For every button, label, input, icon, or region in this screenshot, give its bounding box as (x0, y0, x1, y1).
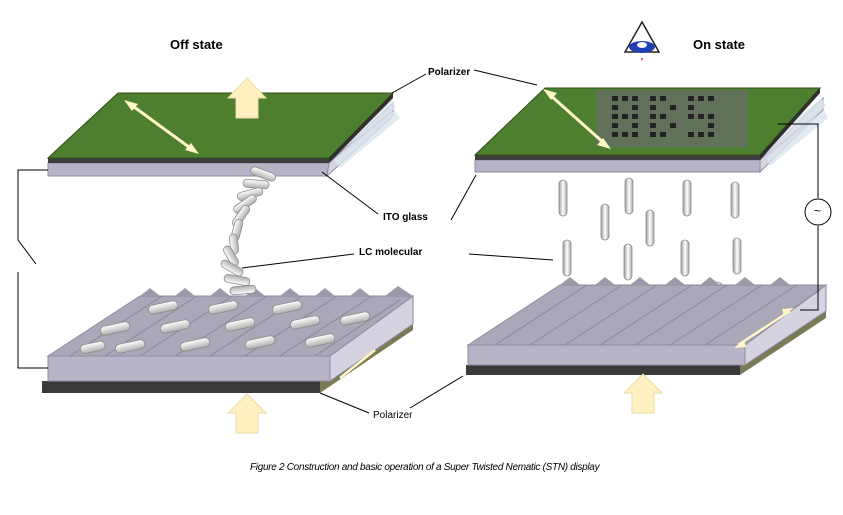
figure-caption: Figure 2 Construction and basic operatio… (250, 462, 600, 473)
on-ridges (560, 277, 790, 285)
off-light-arrow-in (226, 393, 268, 434)
ac-source-symbol: ~ (814, 204, 822, 218)
off-top-polarizer (46, 92, 395, 163)
label-polarizer-bottom: Polarizer (373, 410, 413, 421)
on-light-arrow-in (622, 373, 664, 414)
off-ridges (140, 286, 413, 296)
on-bottom-plate (466, 277, 828, 375)
label-ito-glass: ITO glass (383, 212, 428, 223)
on-bottom-polarization-arrow (734, 308, 794, 348)
off-circuit-wire (17, 169, 48, 265)
off-polarization-arrow (124, 100, 199, 154)
off-state-title: Off state (170, 37, 223, 52)
on-state-assembly (466, 20, 832, 414)
on-polarization-arrow (543, 89, 611, 149)
on-dark-pixel-region (596, 90, 748, 147)
ac-source-icon (804, 198, 832, 226)
viewer-eye-icon (623, 20, 661, 61)
off-state-assembly (17, 77, 415, 434)
off-flat-lc-rods (79, 300, 371, 354)
on-circuit-wire-top (778, 123, 819, 198)
label-lc-molecular: LC molecular (359, 247, 423, 258)
on-circuit-wire-bottom (800, 226, 819, 311)
leader-lines (241, 69, 554, 414)
on-state-title: On state (693, 37, 746, 52)
off-light-arrow-out (226, 77, 268, 119)
off-twisted-lc-stack (220, 166, 276, 296)
off-bottom-polarization-arrow (339, 349, 376, 379)
off-circuit-wire-lower (17, 272, 48, 369)
label-polarizer-top: Polarizer (428, 67, 471, 78)
pixel-matrix (612, 96, 714, 137)
